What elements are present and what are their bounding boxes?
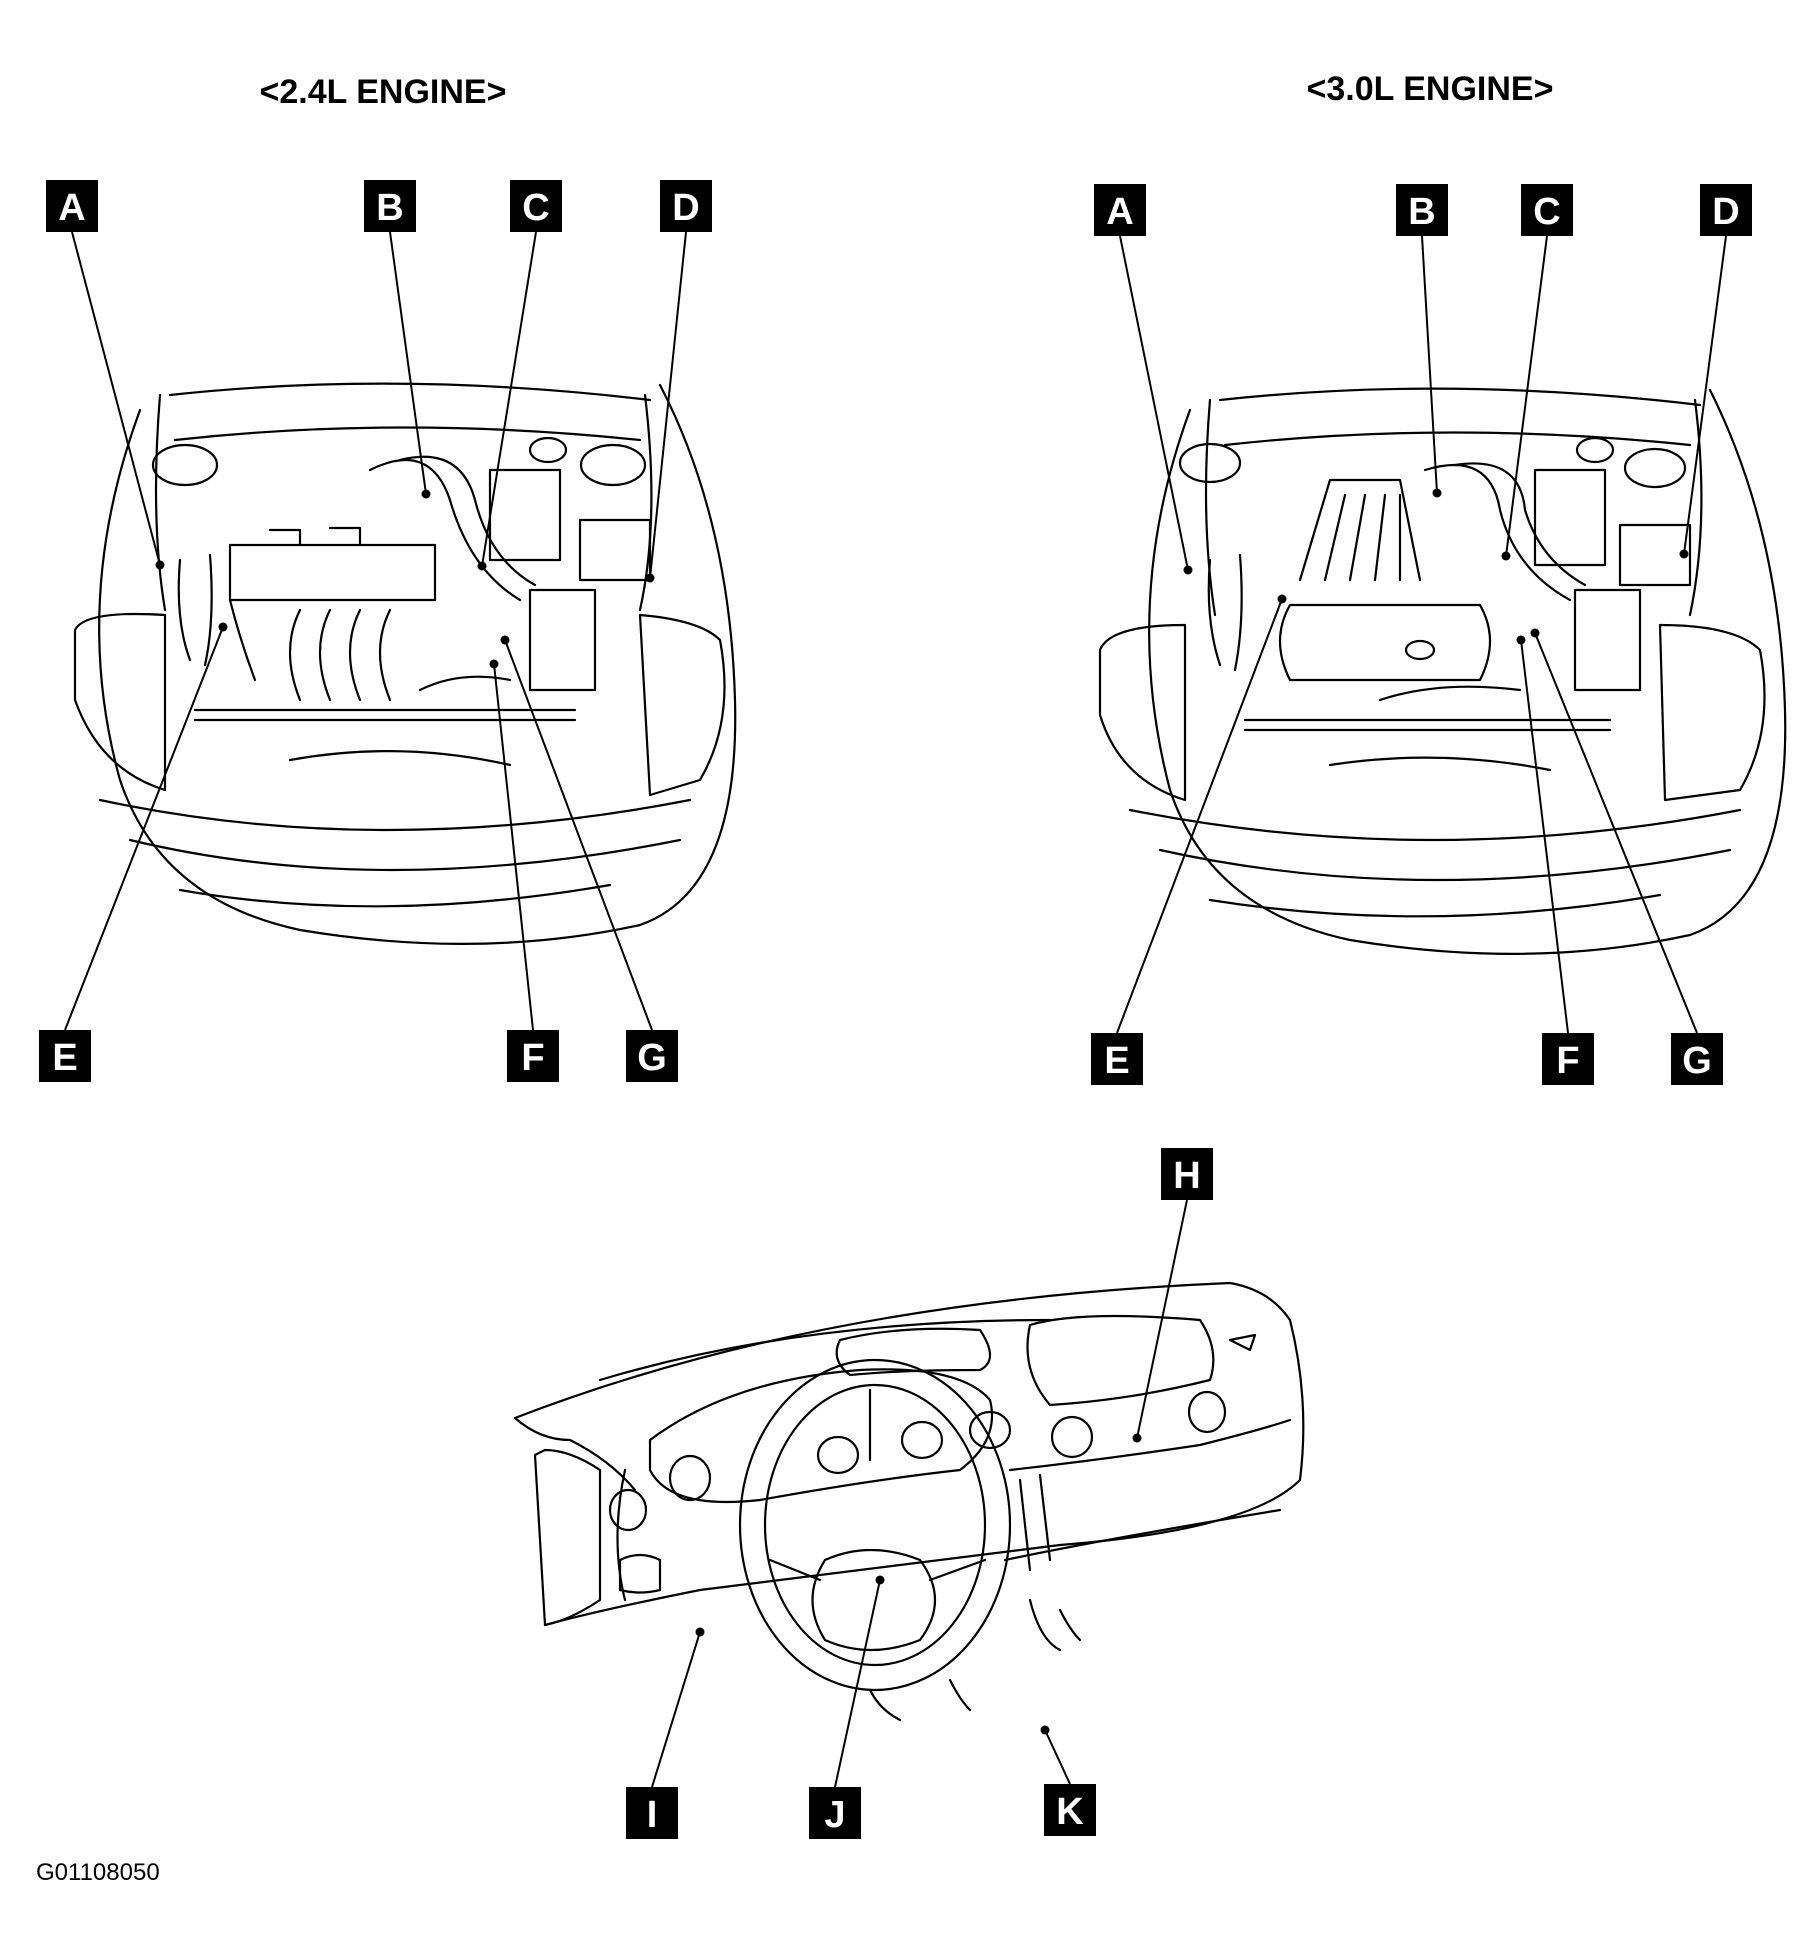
dashboard-callout-i: I [626, 1787, 678, 1839]
engine-3-0l-callout-g: G [1671, 1033, 1723, 1085]
engine-3-0l-callout-d: D [1700, 184, 1752, 236]
engine-2-4l-callout-g: G [626, 1030, 678, 1082]
dashboard-callout-dots [695, 1433, 1142, 1735]
callout-letter: I [647, 1794, 658, 1836]
engine-3-0l-callout-c: C [1521, 184, 1573, 236]
dashboard-leader-lines [651, 1199, 1188, 1788]
engine-2-4l-callout-d: D [660, 180, 712, 232]
title-2-4l-engine: <2.4L ENGINE> [260, 73, 507, 111]
callout-letter: F [521, 1037, 544, 1079]
dashboard-callout-j: J [809, 1787, 861, 1839]
engine-3-0l-callout-dots [1183, 488, 1689, 645]
callout-letter: D [672, 187, 699, 229]
engine-bay-3-0l-drawing [1098, 387, 1787, 955]
callout-letter: A [58, 187, 85, 229]
engine-2-4l-callout-a: A [46, 180, 98, 232]
engine-3-0l-callout-b: B [1396, 184, 1448, 236]
callout-letter: G [637, 1037, 667, 1079]
dashboard-callout-h: H [1161, 1148, 1213, 1200]
callout-letter: B [1408, 191, 1435, 233]
engine-2-4l-leader-lines [64, 231, 687, 1031]
engine-3-0l-leader-lines [1116, 235, 1727, 1034]
engine-3-0l-callout-a: A [1094, 184, 1146, 236]
callout-letter: K [1056, 1791, 1084, 1833]
title-3-0l-engine: <3.0L ENGINE> [1307, 70, 1554, 108]
engine-2-4l-callout-c: C [510, 180, 562, 232]
dashboard-drawing [513, 1281, 1305, 1722]
callout-letter: C [1533, 191, 1560, 233]
callout-letter: E [52, 1037, 77, 1079]
callout-letter: C [522, 187, 549, 229]
callout-letter: B [376, 187, 403, 229]
engine-2-4l-callout-e: E [39, 1030, 91, 1082]
dashboard-callout-k: K [1044, 1784, 1096, 1836]
engine-2-4l-callout-b: B [364, 180, 416, 232]
callout-letter: E [1104, 1040, 1129, 1082]
figure-id: G01108050 [36, 1859, 160, 1886]
engine-3-0l-callout-f: F [1542, 1033, 1594, 1085]
callout-letter: F [1556, 1040, 1579, 1082]
callout-letter: J [824, 1794, 845, 1836]
callout-letter: H [1173, 1155, 1200, 1197]
callout-letter: D [1712, 191, 1739, 233]
engine-bay-2-4l-drawing [73, 382, 737, 945]
callout-letter: A [1106, 191, 1133, 233]
engine-3-0l-callout-e: E [1091, 1033, 1143, 1085]
callout-letter: G [1682, 1040, 1712, 1082]
engine-2-4l-callout-f: F [507, 1030, 559, 1082]
